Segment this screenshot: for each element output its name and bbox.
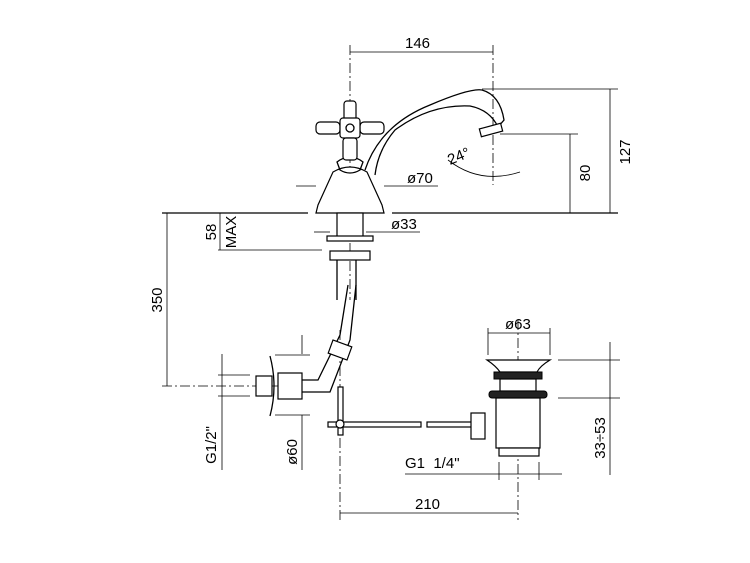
dim-drain-height: 33÷53 xyxy=(592,417,609,459)
dim-drain-thread: G1 1/4" xyxy=(405,455,460,472)
dim-total-height: 127 xyxy=(617,139,634,164)
dim-rosette-diameter: ø60 xyxy=(284,439,301,465)
dim-shank-diameter: ø33 xyxy=(391,216,417,233)
dim-deck-thickness-max: MAX xyxy=(223,216,240,249)
dim-spout-height: 80 xyxy=(577,165,594,182)
dimension-lines xyxy=(166,51,620,514)
pop-up-rod xyxy=(327,386,486,440)
dim-deck-thickness: 58 xyxy=(203,224,220,241)
drain-waste xyxy=(485,359,553,457)
dim-drain-distance: 210 xyxy=(415,496,440,513)
faucet-body xyxy=(315,89,505,214)
dim-base-diameter: ø70 xyxy=(407,170,433,187)
cross-handle xyxy=(315,100,385,161)
dim-hose-length: 350 xyxy=(149,287,166,312)
dim-drain-diameter: ø63 xyxy=(505,316,531,333)
dim-spray-angle: 24° xyxy=(445,144,472,168)
dim-spout-reach: 146 xyxy=(405,35,430,52)
shank-and-hose xyxy=(255,212,374,417)
dim-inlet-thread: G1/2" xyxy=(203,426,220,464)
